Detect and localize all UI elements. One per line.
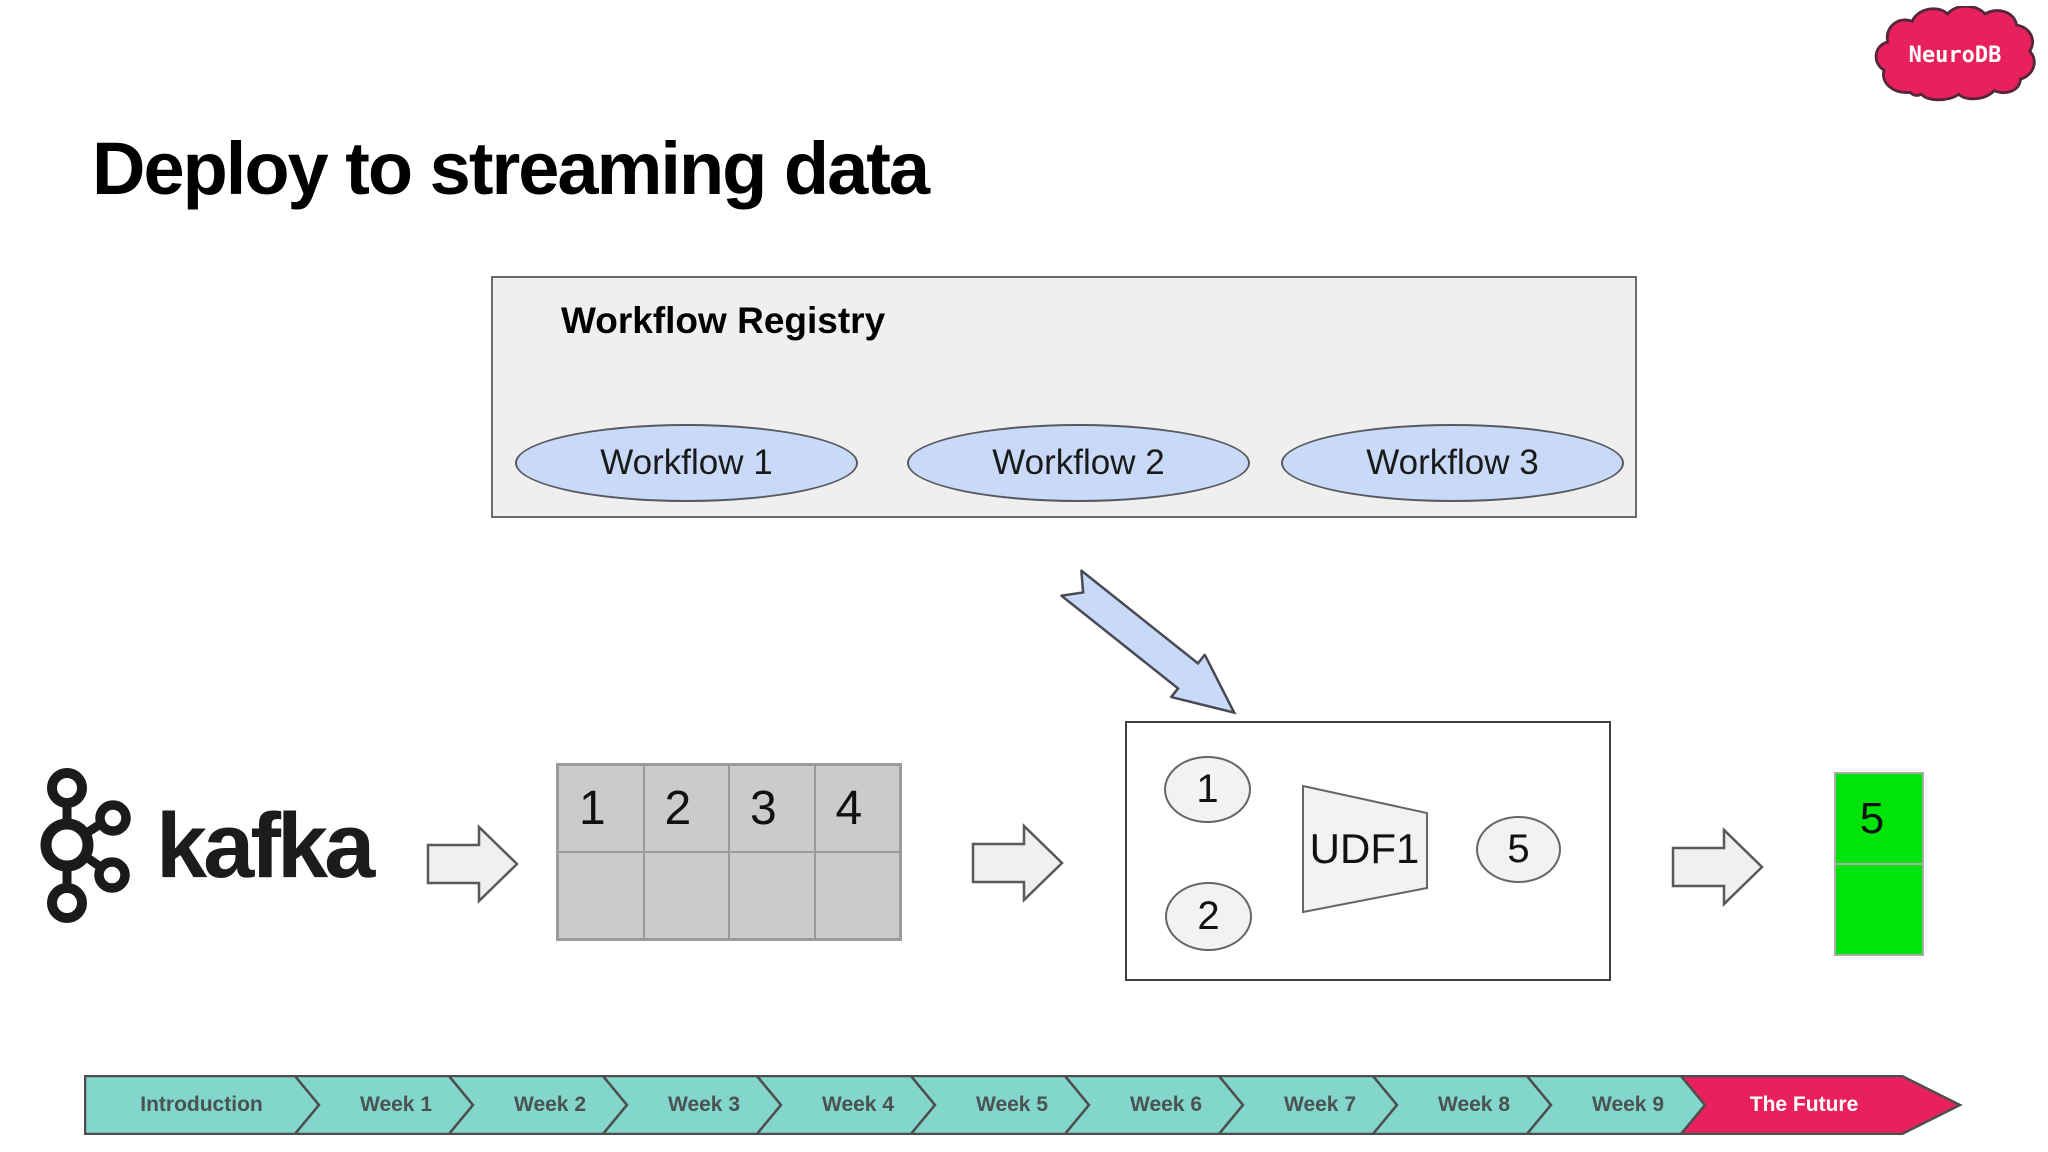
workflow-1-label: Workflow 1 (600, 443, 773, 482)
timeline-label-week2: Week 2 (514, 1093, 586, 1116)
timeline-label-week5: Week 5 (976, 1093, 1048, 1116)
page-title: Deploy to streaming data (92, 127, 930, 210)
timeline-label-week9: Week 9 (1592, 1093, 1664, 1116)
udf-input-1-circle: 1 (1164, 756, 1251, 823)
table-cell-empty (814, 852, 900, 939)
table-cell: 4 (814, 765, 900, 852)
timeline-label-week7: Week 7 (1284, 1093, 1356, 1116)
registry-to-udf-arrow-icon (1058, 567, 1237, 715)
udf-input-2-value: 2 (1197, 894, 1220, 938)
table-to-udf-arrow-icon (971, 823, 1064, 903)
udf-output-value: 5 (1507, 827, 1530, 871)
timeline-label-week1: Week 1 (360, 1093, 432, 1116)
stream-buffer-table: 1 2 3 4 (556, 763, 902, 941)
workflow-registry-title: Workflow Registry (561, 300, 886, 341)
timeline-chevrons (83, 1074, 1963, 1136)
timeline-label-week6: Week 6 (1130, 1093, 1202, 1116)
timeline-label-week4: Week 4 (822, 1093, 894, 1116)
result-cell-empty (1836, 865, 1922, 954)
udf-output-circle: 5 (1476, 816, 1561, 883)
neurodb-cloud-icon (1874, 6, 2036, 102)
udf-name: UDF1 (1309, 825, 1420, 872)
table-cell-empty (558, 852, 644, 939)
kafka-to-table-arrow-icon (426, 824, 519, 904)
workflow-1-ellipse: Workflow 1 (515, 424, 858, 502)
result-table: 5 (1834, 772, 1924, 956)
table-cell-empty (643, 852, 729, 939)
kafka-icon (40, 768, 131, 923)
table-cell: 1 (558, 765, 644, 852)
table-cell: 2 (643, 765, 729, 852)
timeline-label-introduction: Introduction (140, 1093, 263, 1116)
workflow-2-ellipse: Workflow 2 (907, 424, 1250, 502)
timeline-label-week8: Week 8 (1438, 1093, 1510, 1116)
workflow-3-label: Workflow 3 (1366, 443, 1539, 482)
neurodb-logo-text: NeuroDB (1908, 42, 2002, 68)
udf-funnel-shape (1302, 785, 1428, 914)
kafka-wordmark: kafka (156, 795, 375, 897)
course-timeline: Introduction Week 1 Week 2 Week 3 Week 4… (83, 1074, 1964, 1136)
table-cell-empty (729, 852, 815, 939)
table-cell: 3 (729, 765, 815, 852)
timeline-label-future: The Future (1749, 1093, 1859, 1116)
udf-input-1-value: 1 (1196, 767, 1219, 811)
workflow-3-ellipse: Workflow 3 (1281, 424, 1624, 502)
workflow-2-label: Workflow 2 (992, 443, 1165, 482)
timeline-label-week3: Week 3 (668, 1093, 740, 1116)
result-cell: 5 (1836, 774, 1922, 865)
udf-input-2-circle: 2 (1165, 882, 1252, 951)
udf-to-result-arrow-icon (1671, 827, 1764, 907)
timeline-seg-future (1678, 1074, 1963, 1136)
